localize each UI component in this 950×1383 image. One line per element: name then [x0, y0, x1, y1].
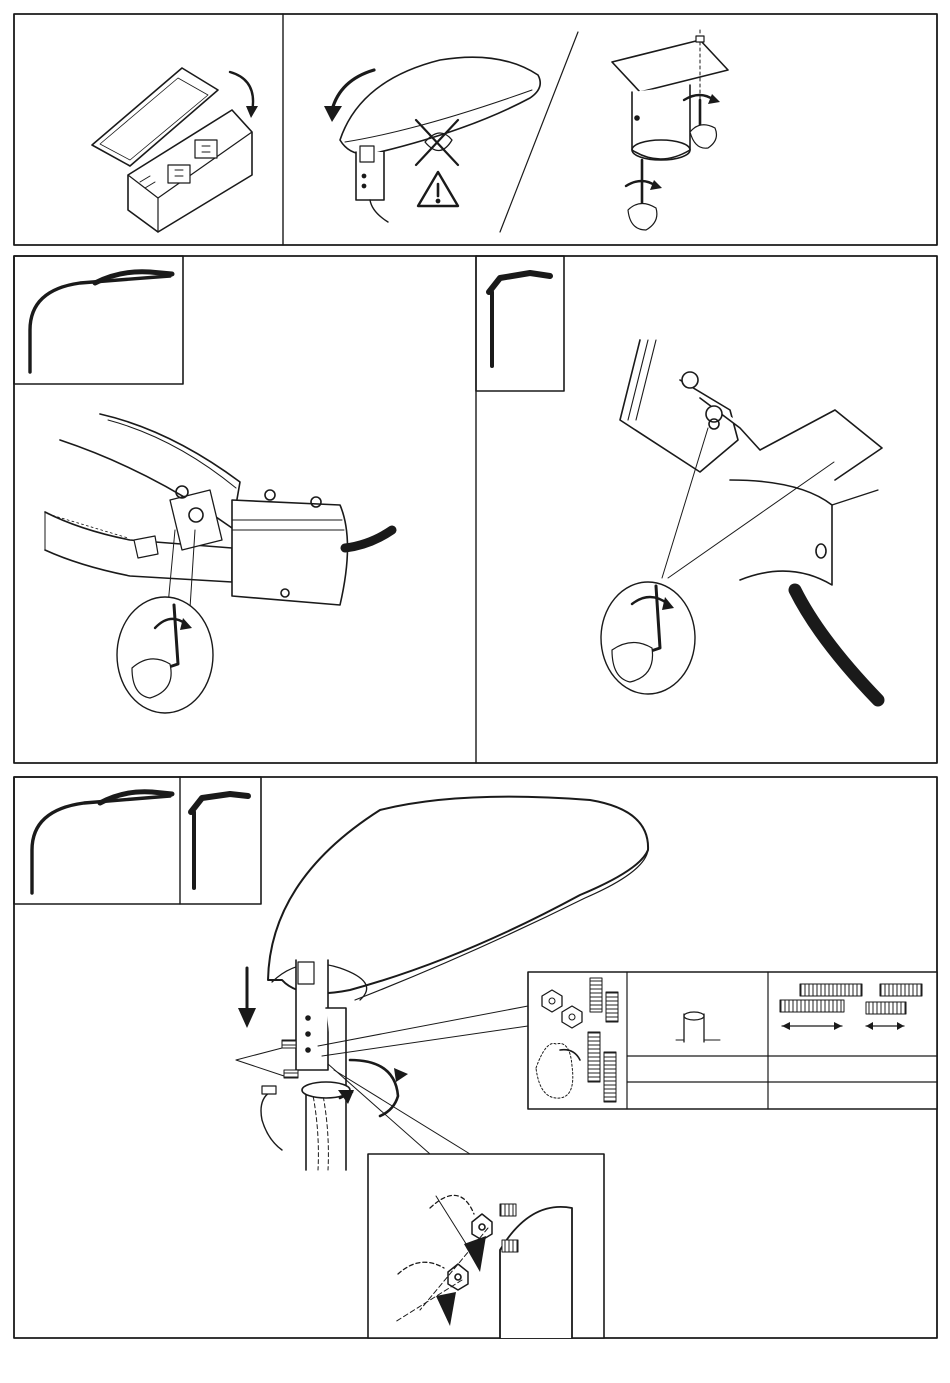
arrowhead-icon: [708, 94, 720, 104]
grub-screw: [282, 1040, 296, 1048]
fixings-table: [528, 972, 937, 1109]
straight-pole-thumbnail: [191, 794, 248, 888]
grub-screw: [284, 1070, 298, 1078]
curved-pole-thumbnail: [32, 792, 172, 893]
arrowhead-icon: [324, 106, 342, 122]
arrowhead-icon: [394, 1068, 408, 1082]
leader-line: [322, 1026, 528, 1056]
leader-line: [236, 1048, 282, 1060]
arrowhead-icon: [238, 1008, 256, 1028]
hex-key-zoom: [601, 582, 695, 694]
hex-key-zoom: [117, 597, 213, 713]
bracket-screw-illustration: [612, 30, 728, 230]
leader-line: [236, 1060, 284, 1076]
leader-line: [334, 1070, 470, 1154]
arrowhead-icon: [650, 180, 662, 190]
side-entry-detail: [45, 414, 392, 605]
curved-pole-thumbnail: [30, 272, 172, 372]
arrowhead-icon: [246, 106, 258, 118]
leader-line: [318, 1006, 528, 1046]
straight-pole-thumbnail: [489, 273, 550, 366]
rotate-arrow-icon: [350, 1060, 398, 1116]
warning-triangle-icon: [418, 172, 458, 206]
terminal-box-illustration: [92, 68, 252, 232]
